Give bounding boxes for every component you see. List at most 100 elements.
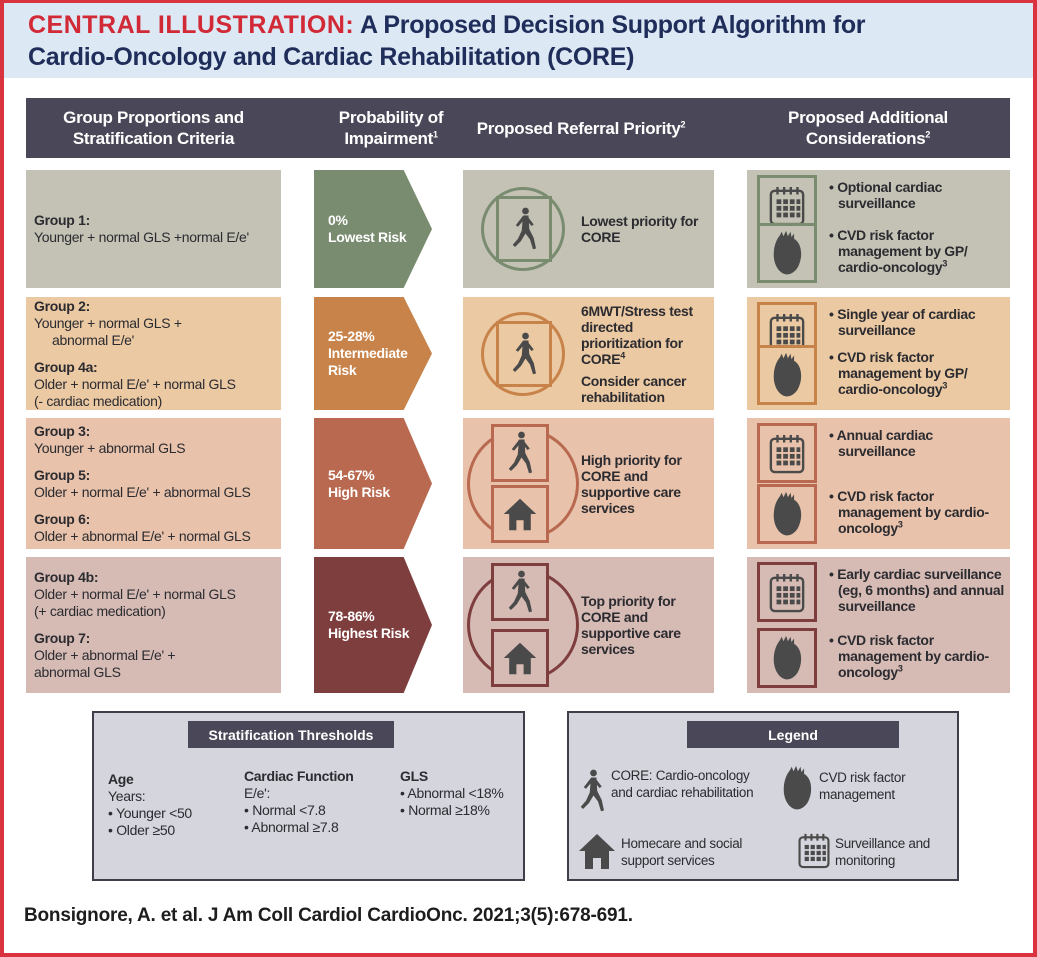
group-entry: Group 4b:Older + normal E/e' + normal GL… — [34, 569, 281, 620]
referral-box: 6MWT/Stress test directed prioritization… — [463, 297, 714, 410]
header-label-sup: 1 — [432, 129, 438, 140]
heart-icon — [769, 491, 805, 537]
group-entry: Group 5:Older + normal E/e' + abnormal G… — [34, 467, 281, 501]
runner-icon — [509, 331, 539, 377]
probability-arrow: 0%Lowest Risk — [314, 170, 432, 288]
heart-icon-box — [757, 345, 817, 405]
legend-label: CORE: Cardio-oncology and cardiac rehabi… — [611, 768, 754, 800]
group-criteria: (- cardiac medication) — [34, 392, 162, 409]
group-criteria: Older + abnormal E/e' + — [34, 647, 176, 663]
header-label: Proposed Referral Priority — [476, 118, 681, 138]
thresholds-age: Age Years: • Younger <50 • Older ≥50 — [108, 771, 192, 839]
age-item: • Older ≥50 — [108, 822, 175, 838]
risk-label: Intermediate — [328, 345, 408, 361]
probability-arrow: 78-86%Highest Risk — [314, 557, 432, 693]
header-label: Proposed Additional Considerations — [788, 108, 948, 148]
calendar-icon — [768, 184, 806, 226]
consideration-label: • CVD risk factor management by GP/ card… — [829, 349, 968, 397]
referral-box: Lowest priority for CORE — [463, 170, 714, 288]
risk-label: High Risk — [328, 483, 390, 500]
group-criteria: Older + normal E/e' + normal GLS — [34, 586, 236, 602]
house-icon — [577, 831, 617, 871]
house-icon — [502, 496, 538, 532]
column-header: Proposed Additional Considerations2 — [726, 98, 1010, 158]
group-criteria: Younger + normal GLS + — [34, 314, 182, 331]
referral-line: High priority for CORE and supportive ca… — [581, 452, 711, 516]
group-entry: Group 4a:Older + normal E/e' + normal GL… — [34, 359, 281, 410]
consideration-text: • Annual cardiac surveillance — [829, 427, 1009, 459]
probability-arrow: 54-67%High Risk — [314, 418, 432, 549]
heart-icon-box — [757, 628, 817, 688]
runner-icon — [505, 569, 535, 615]
referral-line: Lowest priority for CORE — [581, 213, 711, 245]
referral-circle — [481, 311, 565, 396]
consideration-text: • CVD risk factor management by GP/ card… — [829, 227, 1009, 275]
thresholds-cardiac: Cardiac Function E/e': • Normal <7.8 • A… — [244, 768, 354, 836]
header-label-sup: 2 — [680, 118, 686, 129]
consideration-label: • Early cardiac surveillance (eg, 6 mont… — [829, 566, 1004, 614]
group-label: Group 4a: — [34, 358, 98, 375]
heart-icon — [769, 230, 805, 276]
probability-value: 78-86% — [328, 608, 375, 624]
referral-line: Consider cancer rehabilitation — [581, 373, 711, 405]
considerations-box: • Early cardiac surveillance (eg, 6 mont… — [747, 557, 1010, 693]
column-header-text: Proposed Referral Priority2 — [477, 118, 686, 139]
group-criteria: Older + normal E/e' + abnormal GLS — [34, 483, 251, 500]
considerations-box: • Annual cardiac surveillance • CVD risk … — [747, 418, 1010, 549]
runner-icon-box — [491, 424, 549, 482]
consideration-label: • CVD risk factor management by cardio-o… — [829, 632, 989, 680]
considerations-box: • Optional cardiac surveillance • CVD ris… — [747, 170, 1010, 288]
consideration-label-sup: 3 — [942, 258, 948, 269]
referral-label: Consider cancer rehabilitation — [581, 372, 687, 405]
group-entry: Group 6:Older + abnormal E/e' + normal G… — [34, 511, 281, 545]
group-entry: Group 3:Younger + abnormal GLS — [34, 423, 281, 457]
thresholds-gls: GLS • Abnormal <18% • Normal ≥18% — [400, 768, 504, 819]
heart-icon-box — [757, 484, 817, 544]
group-label: Group 7: — [34, 630, 90, 646]
legend-panel: Legend CORE: Cardio-oncology and cardiac… — [567, 711, 959, 881]
title-band: CENTRAL ILLUSTRATION: A Proposed Decisio… — [4, 3, 1033, 78]
consideration-text: • CVD risk factor management by GP/ card… — [829, 349, 1009, 397]
citation: Bonsignore, A. et al. J Am Coll Cardiol … — [24, 905, 633, 926]
group-label: Group 2: — [34, 297, 90, 314]
referral-text: 6MWT/Stress test directed prioritization… — [581, 297, 711, 410]
consideration-text: • CVD risk factor management by cardio-o… — [829, 488, 1009, 536]
runner-icon-box — [491, 563, 549, 621]
probability-value: 0% — [328, 212, 348, 228]
group-label: Group 5: — [34, 466, 90, 483]
page-title: CENTRAL ILLUSTRATION: A Proposed Decisio… — [28, 9, 1033, 41]
column-header-bar: Group Proportions and Stratification Cri… — [26, 98, 1010, 158]
referral-text: High priority for CORE and supportive ca… — [581, 418, 711, 549]
column-header-text: Probability of Impairment1 — [331, 107, 451, 149]
consideration-text: • CVD risk factor management by cardio-o… — [829, 632, 1009, 680]
group-criteria: Older + abnormal E/e' + normal GLS — [34, 527, 251, 544]
heart-icon — [769, 352, 805, 398]
gls-heading: GLS — [400, 768, 428, 784]
house-icon-box — [491, 485, 549, 543]
title-text-line1: A Proposed Decision Support Algorithm fo… — [359, 11, 866, 39]
header-label: Probability of Impairment — [338, 108, 444, 148]
legend-item: CVD risk factor management — [779, 765, 919, 811]
group-label: Group 4b: — [34, 569, 99, 585]
consideration-label-sup: 3 — [897, 663, 903, 674]
consideration-label: • Single year of cardiac surveillance — [829, 306, 976, 338]
runner-icon — [577, 763, 607, 819]
risk-label: Risk — [328, 362, 357, 378]
consideration-label: • Optional cardiac surveillance — [829, 179, 943, 211]
age-heading: Age — [108, 771, 134, 787]
column-header-text: Proposed Additional Considerations2 — [773, 107, 963, 149]
gls-item: • Normal ≥18% — [400, 802, 490, 818]
referral-text: Top priority for CORE and supportive car… — [581, 557, 711, 693]
gls-item: • Abnormal <18% — [400, 785, 504, 801]
legend-label: CVD risk factor management — [819, 770, 906, 802]
consideration-label-sup: 3 — [942, 380, 948, 391]
legend-label: Surveillance and monitoring — [835, 836, 931, 868]
group-criteria: Younger + normal GLS +normal E/e' — [34, 229, 249, 245]
cardiac-item: • Normal <7.8 — [244, 802, 326, 818]
column-header: Proposed Referral Priority2 — [446, 98, 716, 158]
runner-icon-box — [496, 320, 552, 387]
criteria-box: Group 4b:Older + normal E/e' + normal GL… — [26, 557, 281, 693]
legend-item: Homecare and social support services — [577, 831, 761, 871]
